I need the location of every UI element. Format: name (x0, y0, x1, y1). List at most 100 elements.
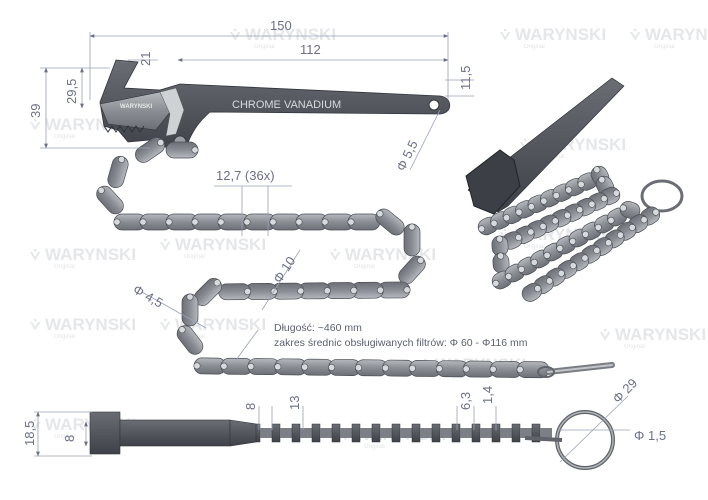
dim-height-jaw: 29,5 (64, 79, 79, 104)
chain-link (165, 213, 199, 231)
dim-side-inner: 8 (62, 435, 77, 442)
dim-total-length: 150 (270, 18, 292, 33)
ring-drawing (524, 362, 615, 470)
dim-handle-length: 112 (300, 42, 321, 57)
svg-text:⩒ WARYNSKI: ⩒ WARYNSKI (159, 315, 266, 334)
chain-link (135, 137, 165, 163)
chain-link (491, 235, 509, 257)
dimension-lines (34, 32, 630, 463)
dim-end-height: 11,5 (458, 66, 473, 90)
chain-link (176, 325, 204, 355)
chain-link-side (451, 423, 472, 443)
dim-wire: Φ 1,5 (634, 428, 666, 443)
chain-link-side (391, 423, 412, 443)
chain-link (403, 223, 421, 257)
chain-link (521, 282, 542, 302)
chain-link (218, 283, 252, 301)
svg-text:Original: Original (184, 254, 205, 260)
svg-text:Original: Original (54, 264, 75, 270)
svg-text:⩒ WARYNSKI: ⩒ WARYNSKI (29, 315, 136, 334)
chain-link (489, 360, 523, 378)
chain-link (269, 213, 303, 231)
svg-text:⩒ WARYNSKI: ⩒ WARYNSKI (29, 245, 136, 264)
chain-link (113, 213, 147, 231)
chain-link (324, 282, 358, 300)
chain-link (193, 357, 227, 375)
chain-link-side (331, 423, 352, 443)
chain-link (181, 293, 199, 327)
dim-ring: Φ 29 (610, 375, 641, 406)
jaw-brand-label: WARYNSKI (120, 104, 152, 110)
dim-height-total: 39 (28, 104, 43, 118)
wrench-handle-drawing: WARYNSKI CHROME VANADIUM (99, 59, 451, 153)
chain-side-view (231, 423, 552, 443)
svg-text:Original: Original (54, 434, 75, 440)
svg-text:⩒ WARYNSKI: ⩒ WARYNSKI (629, 25, 708, 44)
svg-text:⩒ WARYNSKI: ⩒ WARYNSKI (599, 325, 706, 344)
svg-text:Original: Original (54, 134, 75, 140)
product-photo (465, 77, 684, 215)
chain-link-side (411, 423, 432, 443)
dim-width-a: 6,3 (458, 392, 473, 410)
dim-width-b: 1,4 (480, 386, 495, 404)
svg-text:Original: Original (54, 334, 75, 340)
svg-text:Original: Original (524, 44, 545, 50)
chain-link-side (311, 423, 332, 443)
svg-text:Original: Original (624, 344, 645, 350)
chain-link (462, 360, 496, 378)
product-photo-chain (477, 165, 661, 302)
handle-engraving: CHROME VANADIUM (232, 99, 341, 111)
chain-link (347, 213, 381, 231)
chain-link-side (471, 423, 492, 443)
chain-link (530, 249, 551, 269)
chain-link (381, 359, 415, 377)
dim-side-total: 18,5 (22, 421, 37, 446)
dim-hole: Φ 5,5 (393, 138, 421, 173)
chain-link (107, 155, 129, 189)
chain-link-side (291, 423, 312, 443)
chain-link (516, 361, 550, 379)
dim-chain-plate: 8 (243, 403, 258, 410)
chain-link-side (431, 423, 452, 443)
svg-text:⩒ WARYNSKI: ⩒ WARYNSKI (159, 235, 266, 254)
chain-link (619, 201, 641, 219)
side-view-jaw (89, 411, 257, 455)
chain-link-side (491, 423, 512, 443)
note-length: Długość: ~460 mm (274, 322, 362, 334)
note-range: zakres średnic obsługiwanych filtrów: Φ … (274, 337, 528, 349)
chain-link (375, 208, 405, 236)
chain-link-side (531, 423, 552, 443)
chain-link (321, 213, 355, 231)
dim-chain-roller: 13 (287, 396, 302, 410)
svg-text:Original: Original (524, 244, 545, 250)
chain-link-side (271, 423, 292, 443)
chain-link-side (511, 423, 532, 443)
svg-text:Original: Original (654, 44, 675, 50)
dim-pin: Φ 4,5 (131, 282, 166, 311)
chain-link (191, 213, 225, 231)
chain-link (492, 252, 510, 274)
chain-link (165, 141, 199, 159)
chain-link (295, 213, 329, 231)
chain-drawing (96, 137, 550, 379)
svg-text:Original: Original (364, 444, 385, 450)
chain-link-side (351, 423, 372, 443)
chain-link (274, 358, 308, 376)
dim-hook-width: 21 (138, 52, 153, 66)
svg-text:⩒ WARYNSKI: ⩒ WARYNSKI (499, 25, 606, 44)
chain-link-side (371, 423, 392, 443)
dim-pitch: 12,7 (36x) (216, 168, 275, 183)
chain-link (328, 359, 361, 376)
svg-text:Original: Original (354, 264, 375, 270)
chain-link (96, 185, 124, 215)
svg-text:Original: Original (254, 44, 275, 50)
